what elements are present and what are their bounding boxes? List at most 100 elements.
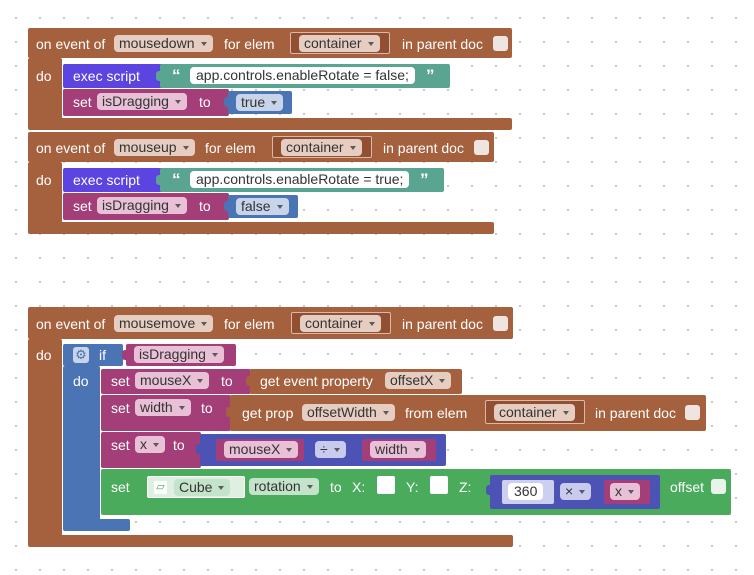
event-do-arm: do — [28, 339, 62, 539]
in-parent-doc-label: in parent doc — [383, 140, 464, 156]
for-elem-label: for elem — [205, 140, 256, 156]
if-block[interactable]: ⚙ if — [63, 344, 123, 366]
event-do-arm: do — [28, 162, 62, 224]
z-arithmetic-block[interactable]: 360 × x — [486, 475, 660, 509]
elem-dropdown[interactable]: container — [300, 315, 381, 332]
multiplier-dropdown[interactable]: x — [610, 483, 640, 500]
in-parent-doc-checkbox[interactable] — [685, 405, 700, 420]
boolean-block[interactable]: false — [224, 195, 298, 218]
close-quote-icon: ” — [420, 170, 429, 189]
object-property-dropdown[interactable]: rotation — [249, 478, 319, 495]
variable-dropdown[interactable]: isDragging — [97, 93, 187, 110]
x-value-socket[interactable] — [377, 476, 395, 494]
string-connector — [156, 175, 162, 185]
event-dropdown[interactable]: mousedown — [114, 35, 213, 52]
x-axis-label: X: — [352, 479, 366, 495]
arithmetic-connector — [196, 444, 202, 454]
set-variable-block[interactable]: set isDragging to — [63, 193, 229, 220]
cube-icon: ▱ — [154, 481, 167, 494]
elem-dropdown[interactable]: container — [281, 139, 362, 156]
event-dropdown[interactable]: mouseup — [114, 139, 195, 156]
get-prop-connector — [226, 407, 232, 417]
elem-value-block[interactable]: container — [290, 32, 390, 54]
z-arithmetic-connector — [486, 485, 492, 495]
on-event-of-label: on event of — [36, 140, 106, 156]
set-object-property-block[interactable]: set ▱ Cube rotation to X: Y: Z: 360 × x … — [101, 469, 731, 515]
left-operand-block[interactable]: mouseX — [216, 439, 304, 461]
script-text-field[interactable]: app.controls.enableRotate = true; — [190, 171, 410, 188]
number-block[interactable]: 360 — [502, 480, 554, 504]
string-block[interactable]: “ app.controls.enableRotate = false; ” — [156, 64, 450, 88]
left-operand-dropdown[interactable]: mouseX — [224, 441, 299, 458]
prop-dropdown[interactable]: offsetWidth — [302, 404, 395, 421]
to-label: to — [173, 437, 185, 453]
string-block[interactable]: “ app.controls.enableRotate = true; ” — [156, 168, 444, 192]
exec-script-label: exec script — [73, 172, 140, 188]
number-field[interactable]: 360 — [508, 483, 544, 500]
boolean-dropdown[interactable]: true — [236, 94, 284, 111]
do-label: do — [36, 172, 52, 188]
to-label: to — [199, 198, 211, 214]
if-do-arm: do — [63, 366, 100, 522]
z-axis-label: Z: — [459, 479, 472, 495]
boolean-block[interactable]: true — [224, 91, 292, 114]
to-label: to — [201, 400, 213, 416]
in-parent-doc-label: in parent doc — [402, 316, 483, 332]
do-label: do — [73, 373, 89, 389]
do-label: do — [36, 68, 52, 84]
in-parent-doc-checkbox[interactable] — [493, 316, 508, 331]
elem-dropdown[interactable]: container — [299, 35, 380, 52]
open-quote-icon: “ — [172, 170, 181, 189]
exec-script-block[interactable]: exec script — [63, 168, 166, 192]
to-label: to — [221, 373, 233, 389]
in-parent-doc-label: in parent doc — [595, 405, 676, 421]
set-label: set — [73, 198, 92, 214]
arithmetic-block[interactable]: mouseX ÷ width — [196, 434, 446, 466]
condition-variable-dropdown[interactable]: isDragging — [134, 346, 224, 363]
object-value-block[interactable]: ▱ Cube — [147, 476, 245, 498]
y-value-socket[interactable] — [430, 476, 448, 494]
event-property-connector — [246, 376, 252, 386]
elem-value-block[interactable]: container — [291, 312, 391, 334]
event-dropdown[interactable]: mousemove — [114, 315, 214, 332]
event-block-mouseup[interactable]: on event of mouseup for elem container i… — [28, 132, 494, 162]
if-bottom-bar — [63, 519, 130, 531]
variable-dropdown[interactable]: width — [135, 399, 191, 416]
to-label: to — [199, 94, 211, 110]
set-variable-block[interactable]: set mouseX to — [101, 369, 251, 394]
operator-dropdown[interactable]: ÷ — [315, 441, 346, 458]
exec-script-block[interactable]: exec script — [63, 64, 166, 88]
get-prop-block[interactable]: get prop offsetWidth from elem container… — [226, 395, 706, 431]
variable-dropdown[interactable]: isDragging — [97, 197, 187, 214]
script-text-field[interactable]: app.controls.enableRotate = false; — [190, 67, 415, 84]
elem-value-block[interactable]: container — [272, 136, 372, 158]
set-variable-block[interactable]: set width to — [101, 395, 231, 431]
set-variable-block[interactable]: set isDragging to — [63, 89, 229, 116]
event-bottom-bar — [28, 222, 494, 234]
variable-dropdown[interactable]: x — [135, 436, 165, 453]
object-dropdown[interactable]: Cube — [174, 479, 231, 496]
multiplier-block[interactable]: x — [604, 480, 650, 504]
y-axis-label: Y: — [406, 479, 419, 495]
event-block-mousemove[interactable]: on event of mousemove for elem container… — [28, 307, 513, 339]
if-condition-block[interactable]: isDragging — [122, 344, 236, 366]
to-label: to — [330, 479, 342, 495]
gear-icon[interactable]: ⚙ — [73, 347, 89, 363]
operator-dropdown[interactable]: × — [560, 483, 592, 500]
in-parent-doc-checkbox[interactable] — [474, 140, 489, 155]
in-parent-doc-checkbox[interactable] — [493, 36, 508, 51]
offset-checkbox[interactable] — [711, 479, 726, 494]
boolean-dropdown[interactable]: false — [236, 198, 289, 215]
set-label: set — [73, 94, 92, 110]
variable-dropdown[interactable]: mouseX — [135, 372, 210, 389]
elem-dropdown[interactable]: container — [494, 404, 575, 421]
do-label: do — [36, 347, 52, 363]
set-variable-block[interactable]: set x to — [101, 432, 201, 468]
get-event-property-block[interactable]: get event property offsetX — [246, 369, 462, 394]
set-label: set — [111, 437, 130, 453]
event-property-dropdown[interactable]: offsetX — [385, 372, 452, 389]
right-operand-block[interactable]: width — [362, 439, 436, 461]
right-operand-dropdown[interactable]: width — [370, 441, 426, 458]
event-block-mousedown[interactable]: on event of mousedown for elem container… — [28, 28, 512, 58]
elem-value-block[interactable]: container — [485, 400, 585, 424]
